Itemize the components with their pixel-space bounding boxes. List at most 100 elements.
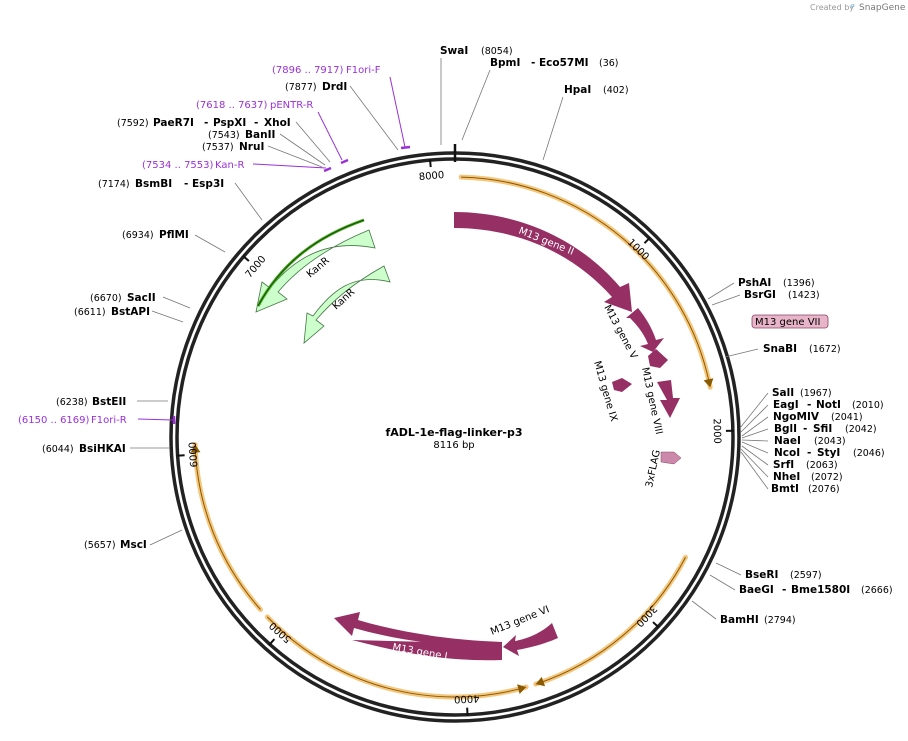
site-bamhi-name[interactable]: BamHI [720, 614, 759, 626]
kanr-arrow-2[interactable] [303, 265, 391, 344]
site-hpai-name[interactable]: HpaI [564, 84, 591, 96]
site-pflmi-name[interactable]: PflMI [159, 229, 189, 241]
feature-kan-r-range: (7534 .. 7553) [142, 160, 214, 171]
tick-mark [652, 621, 660, 629]
site-msci-name[interactable]: MscI [120, 539, 147, 551]
leader-bmti [740, 451, 769, 490]
m13-gene-ix-arrow[interactable] [612, 378, 632, 392]
plasmid-length: 8116 bp [433, 440, 474, 451]
tick-label: 7000 [244, 254, 269, 280]
site-bamhi-pos: (2794) [764, 615, 796, 626]
site-esp3i-name[interactable]: Esp3I [192, 178, 224, 190]
site-paer7i-pos: (7592) [117, 118, 149, 129]
site-srfi-pos: (2063) [806, 460, 838, 471]
m13-gene-i-arrow[interactable] [334, 612, 502, 661]
site-baegi-sep: - [782, 584, 786, 596]
gene-arrows [255, 212, 682, 661]
primer-arc-bottom[interactable] [266, 616, 527, 698]
m13-gene-vii-arrow[interactable] [648, 349, 668, 368]
site-bpmi-sep: - [531, 57, 535, 69]
site-bsrgi-name[interactable]: BsrGI [744, 289, 776, 301]
feature-f1ori-f-name[interactable]: F1ori-F [346, 65, 381, 76]
primer-arc-top-head [703, 378, 714, 388]
site-bme1580i-name[interactable]: Bme1580I [791, 584, 850, 596]
primer-arcs [190, 174, 714, 700]
site-sacii-name[interactable]: SacII [127, 292, 156, 304]
m13-gene-vi-arrow[interactable] [503, 623, 558, 656]
site-xhoi-name[interactable]: XhoI [264, 117, 291, 129]
site-bmti-name[interactable]: BmtI [771, 483, 799, 495]
site-bstapi-name[interactable]: BstAPI [111, 306, 150, 318]
site-bsihkai-name[interactable]: BsiHKAI [79, 443, 126, 455]
site-eagi-name[interactable]: EagI [773, 399, 799, 411]
leader-paer7i [295, 121, 331, 163]
leader-pflmi [194, 234, 226, 253]
site-drdi-pos: (7877) [285, 82, 317, 93]
site-swai-name[interactable]: SwaI [440, 45, 468, 57]
site-eco57mi-name[interactable]: Eco57MI [539, 57, 589, 69]
feature-f1ori-r-name[interactable]: F1ori-R [91, 415, 127, 426]
credit-brand[interactable]: SnapGene [859, 3, 906, 13]
label-leaders [130, 58, 769, 620]
site-nhei-name[interactable]: NheI [773, 471, 800, 483]
site-pspxi-name[interactable]: PspXI [213, 117, 246, 129]
site-bstapi-pos: (6611) [74, 307, 106, 318]
feature-kan-r-name[interactable]: Kan-R [215, 160, 244, 171]
primer-arc-left[interactable] [194, 444, 261, 610]
site-drdi-name[interactable]: DrdI [322, 81, 347, 93]
site-bseri-name[interactable]: BseRI [745, 569, 778, 581]
site-hpai-pos: (402) [603, 85, 629, 96]
site-bgli-name[interactable]: BglI [774, 423, 797, 435]
site-bsmbi-sep: - [184, 178, 188, 190]
site-pflmi-pos: (6934) [122, 230, 154, 241]
site-bpmi-name[interactable]: BpmI [490, 57, 520, 69]
site-bsmbi-pos: (7174) [98, 179, 130, 190]
primer-arc-bottom-head [517, 684, 527, 695]
site-srfi-name[interactable]: SrfI [773, 459, 794, 471]
feature-f1ori-r-range: (6150 .. 6169) [18, 415, 90, 426]
leader-bgli [741, 428, 769, 439]
site-sfii-name[interactable]: SfiI [813, 423, 832, 435]
site-bsteii-pos: (6238) [56, 397, 88, 408]
leader-bsrgi [711, 294, 741, 306]
primer-arc-right-bottom[interactable] [535, 557, 686, 685]
site-pshai-name[interactable]: PshAI [738, 277, 771, 289]
feature-f1ori-f-range: (7896 .. 7917) [272, 65, 344, 76]
m13-gene-vii-badge[interactable] [751, 314, 829, 329]
mark-f1ori-f [400, 145, 411, 150]
site-ngomiv-name[interactable]: NgoMIV [773, 411, 820, 423]
m13-gene-v-arrow[interactable] [626, 308, 664, 352]
site-bsmbi-name[interactable]: BsmBI [135, 178, 172, 190]
site-nrui-name[interactable]: NruI [239, 141, 264, 153]
site-snabi-name[interactable]: SnaBI [763, 343, 797, 355]
flag-arrow[interactable] [660, 451, 682, 465]
site-bgli-pos: (2042) [845, 424, 877, 435]
tick-mark [268, 638, 276, 646]
kanr-arrow-1[interactable] [255, 229, 376, 313]
site-naei-pos: (2043) [814, 436, 846, 447]
primer-arc-top[interactable] [461, 176, 711, 388]
m13-gene-ii-label: M13 gene II [517, 226, 575, 258]
leader-bstapi [151, 310, 184, 323]
site-ncoi-name[interactable]: NcoI [774, 447, 800, 459]
site-baegi-name[interactable]: BaeGI [739, 584, 774, 596]
site-sali-name[interactable]: SalI [772, 387, 794, 399]
m13-gene-ii-arrow[interactable] [454, 212, 632, 312]
site-banii-name[interactable]: BanII [245, 129, 275, 141]
m13-gene-viii-arrow[interactable] [657, 380, 680, 418]
credit-prefix: Created by [810, 3, 854, 12]
feature-pentr-r-name[interactable]: pENTR-R [270, 100, 313, 111]
site-labels-left: (5657) MscI (6044) BsiHKAI (6238) BstEII… [42, 81, 347, 551]
site-noti-name[interactable]: NotI [816, 399, 841, 411]
site-bmti-pos: (2076) [808, 484, 840, 495]
m13-gene-viii-label: M13 gene VIII [639, 366, 664, 435]
site-pshai-pos: (1396) [783, 278, 815, 289]
leader-nrui [267, 145, 323, 168]
feature-pentr-r-range: (7618 .. 7637) [196, 100, 268, 111]
site-naei-name[interactable]: NaeI [774, 435, 801, 447]
site-bsteii-name[interactable]: BstEII [92, 396, 126, 408]
site-styi-name[interactable]: StyI [817, 447, 840, 459]
site-ncoi-sep: - [807, 447, 811, 459]
site-paer7i-name[interactable]: PaeR7I [153, 117, 194, 129]
leader-ngomiv [741, 416, 769, 437]
